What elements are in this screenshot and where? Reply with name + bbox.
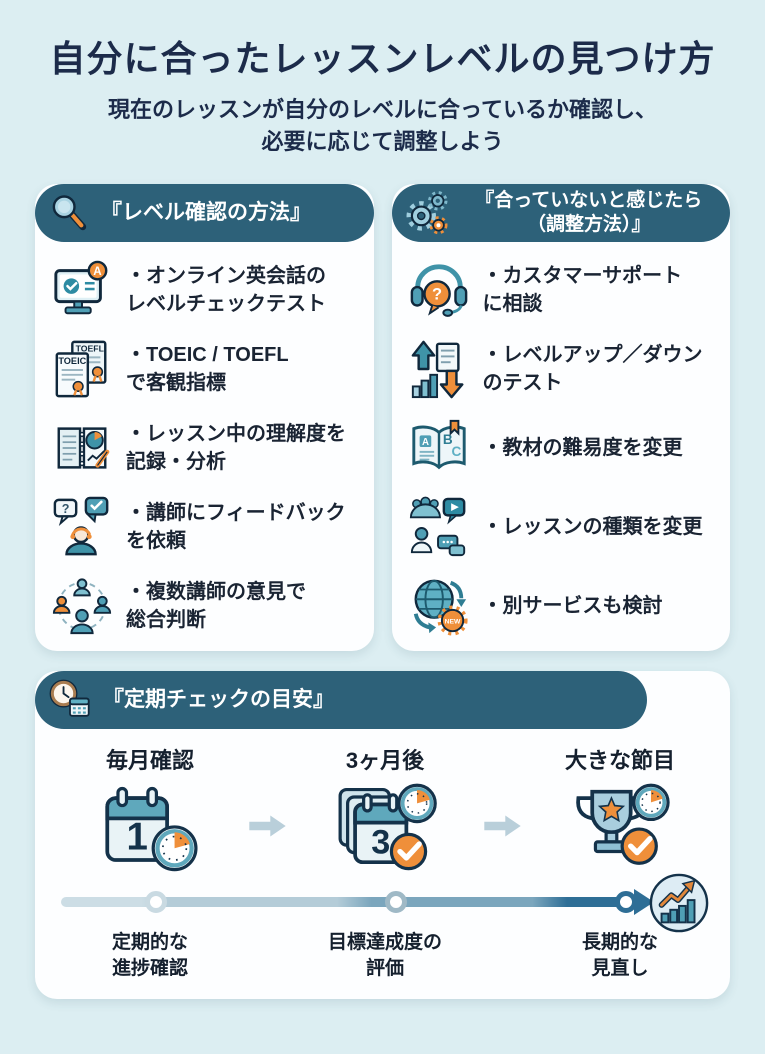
list-item: ・TOEIC / TOEFL で客観指標 — [35, 338, 374, 400]
trophy-icon — [568, 781, 672, 875]
list-item: ・別サービスも検討 — [392, 575, 731, 637]
timeline-labels-row: 定期的な 進捗確認 目標達成度の 評価 長期的な 見直し — [35, 918, 730, 983]
milestone-title: 大きな節目 — [564, 747, 675, 773]
item-text: ・レッスン中の理解度を 記録・分析 — [126, 422, 346, 473]
adjustment-card: 『合っていないと感じたら （調整方法）』 ・カスタマーサポート に相談 ・レベル… — [391, 183, 731, 651]
item-text: ・カスタマーサポート に相談 — [482, 264, 683, 315]
timeline-dot — [385, 890, 407, 913]
timeline-track — [61, 888, 710, 918]
milestone-monthly: 毎月確認 — [55, 743, 245, 880]
flow-arrow-icon — [480, 812, 525, 840]
item-text: ・教材の難易度を変更 — [482, 436, 683, 459]
item-text: ・レッスンの種類を変更 — [482, 515, 703, 538]
item-text: ・TOEIC / TOEFL で客観指標 — [126, 343, 289, 394]
list-item: ・レベルアップ／ダウン のテスト — [392, 338, 731, 400]
milestone-3months: 3ヶ月後 — [290, 743, 480, 880]
growth-chart-icon — [648, 872, 710, 934]
level-check-card-title: 『レベル確認の方法』 — [101, 201, 311, 225]
calendar-1-icon — [98, 781, 202, 875]
periodic-check-header: 『定期チェックの目安』 — [35, 670, 647, 729]
magnifier-icon — [47, 191, 91, 235]
gears-icon — [404, 190, 450, 236]
feedback-bubbles-icon — [51, 496, 113, 558]
item-text: ・講師にフィードバック を依頼 — [126, 501, 346, 552]
list-item: ・講師にフィードバック を依頼 — [35, 496, 374, 558]
spacer — [480, 930, 525, 983]
periodic-check-card: 『定期チェックの目安』 毎月確認 3ヶ月後 大きな節目 定期的な 進捗確認 目標… — [35, 670, 730, 999]
flow-arrow-icon — [245, 812, 290, 840]
milestone-major: 大きな節目 — [525, 743, 715, 880]
page-title: 自分に合ったレッスンレベルの見つけ方 — [49, 38, 716, 79]
calendar-3-icon — [333, 781, 437, 875]
level-check-card: 『レベル確認の方法』 ・オンライン英会話の レベルチェックテスト ・TOEIC … — [35, 183, 374, 651]
timeline-label: 定期的な 進捗確認 — [111, 931, 188, 980]
timeline-line — [61, 896, 636, 907]
headset-question-icon — [408, 259, 470, 321]
periodic-check-title: 『定期チェックの目安』 — [103, 688, 334, 712]
item-text: ・別サービスも検討 — [482, 594, 663, 617]
list-item: ・カスタマーサポート に相談 — [392, 259, 731, 321]
item-text: ・複数講師の意見で 総合判断 — [126, 580, 306, 631]
adjustment-card-header: 『合っていないと感じたら （調整方法）』 — [391, 183, 730, 242]
level-check-card-header: 『レベル確認の方法』 — [35, 183, 374, 242]
clock-calendar-icon — [47, 677, 93, 723]
list-item: ・複数講師の意見で 総合判断 — [35, 575, 374, 637]
certificates-icon — [51, 338, 113, 400]
level-updown-icon — [408, 338, 470, 400]
spacer — [245, 930, 290, 983]
monitor-check-icon — [51, 259, 113, 321]
item-text: ・オンライン英会話の レベルチェックテスト — [126, 264, 326, 315]
globe-new-icon — [408, 575, 470, 637]
book-abc-icon — [408, 417, 470, 479]
milestone-title: 3ヶ月後 — [345, 747, 425, 773]
page-subtitle: 現在のレッスンが自分のレベルに合っているか確認し、 必要に応じて調整しよう — [108, 97, 657, 154]
adjustment-card-title: 『合っていないと感じたら （調整方法）』 — [475, 190, 703, 235]
timeline-dot — [145, 890, 167, 913]
timeline-label: 目標達成度の 評価 — [327, 931, 442, 980]
list-item: ・教材の難易度を変更 — [392, 417, 731, 479]
timeline-arrowhead-icon — [634, 888, 654, 915]
people-network-icon — [51, 575, 113, 637]
notebook-chart-icon — [51, 417, 113, 479]
milestone-title: 毎月確認 — [105, 747, 194, 773]
lesson-type-icon — [408, 496, 470, 558]
item-text: ・レベルアップ／ダウン のテスト — [482, 343, 703, 394]
list-item: ・レッスンの種類を変更 — [392, 496, 731, 558]
list-item: ・レッスン中の理解度を 記録・分析 — [35, 417, 374, 479]
list-item: ・オンライン英会話の レベルチェックテスト — [35, 259, 374, 321]
method-cards-row: 『レベル確認の方法』 ・オンライン英会話の レベルチェックテスト ・TOEIC … — [35, 183, 731, 651]
milestones-row: 毎月確認 3ヶ月後 大きな節目 — [35, 729, 730, 880]
timeline-label: 長期的な 見直し — [581, 931, 658, 980]
